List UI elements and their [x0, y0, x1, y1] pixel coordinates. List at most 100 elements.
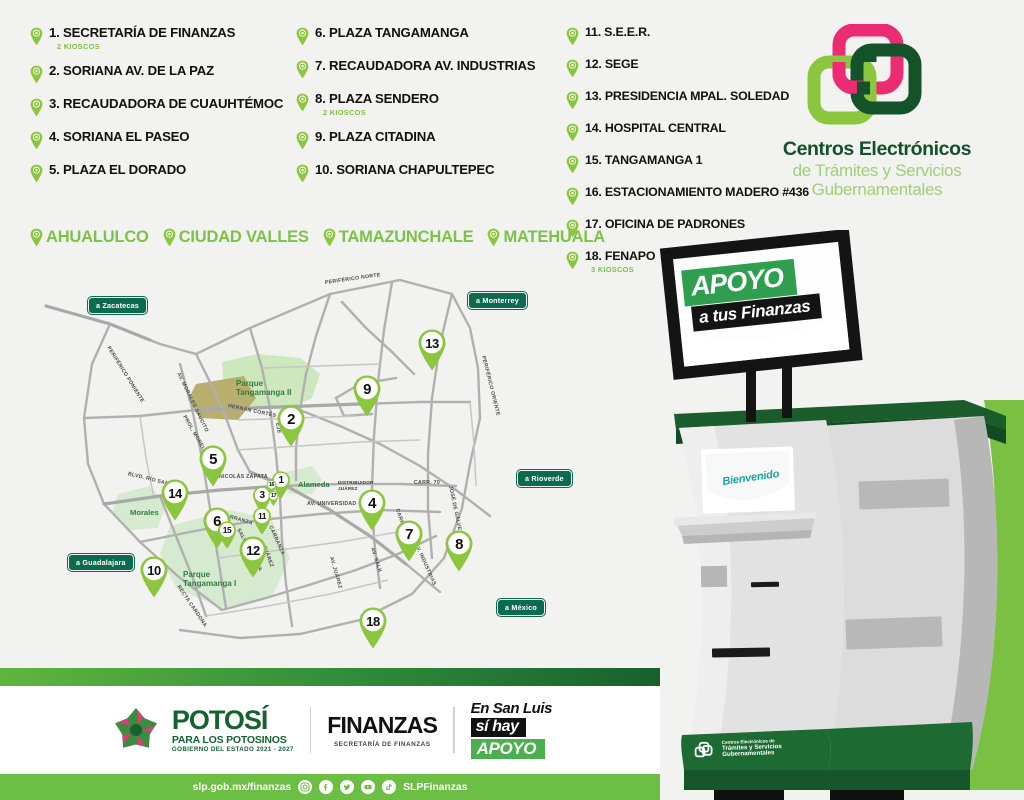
map-marker[interactable]: 1: [271, 470, 291, 500]
city-item[interactable]: AHUALULCO: [30, 227, 149, 247]
marker-number: 11: [258, 511, 267, 521]
marker-number: 9: [363, 380, 371, 398]
instagram-icon[interactable]: [298, 780, 313, 794]
location-item[interactable]: 5. PLAZA EL DORADO: [30, 162, 310, 183]
map-pin-icon: [566, 91, 579, 110]
marker-number: 4: [368, 494, 376, 512]
map-marker[interactable]: 14: [160, 478, 190, 522]
location-label: 15. TANGAMANGA 1: [585, 153, 703, 167]
kiosk-band-text: Centros Electrónicos de Trámites y Servi…: [722, 738, 782, 759]
map-pin-icon: [30, 65, 43, 84]
location-item[interactable]: 9. PLAZA CITADINA: [296, 128, 566, 150]
location-label: 9. PLAZA CITADINA: [315, 128, 436, 144]
city-item[interactable]: TAMAZUNCHALE: [323, 227, 474, 247]
map-pin-icon: [296, 27, 309, 46]
highway-sign: a Guadalajara: [68, 554, 134, 571]
location-item[interactable]: 10. SORIANA CHAPULTEPEC: [296, 162, 566, 183]
map-marker[interactable]: 18: [358, 606, 388, 650]
tiktok-icon[interactable]: [382, 780, 397, 794]
map-marker[interactable]: 17: [268, 490, 279, 507]
location-item[interactable]: 7. RECAUDADORA AV. INDUSTRIAS: [296, 58, 566, 79]
potosi-wordmark: POTOSÍ: [171, 704, 269, 735]
map-pin-icon: [296, 131, 309, 150]
location-item[interactable]: 12. SEGE: [566, 57, 816, 78]
location-item[interactable]: 4. SORIANA EL PASEO: [30, 128, 310, 150]
location-label: 16. ESTACIONAMIENTO MADERO #436: [585, 185, 809, 199]
location-item[interactable]: 3. RECAUDADORA DE CUAUHTÉMOC: [30, 96, 310, 117]
location-label: 4. SORIANA EL PASEO: [49, 128, 190, 144]
map-marker[interactable]: 2: [276, 404, 306, 448]
map-graphic: [44, 278, 492, 640]
brand-subtitle-2: Gubernamentales: [811, 180, 943, 200]
map-marker[interactable]: 5: [198, 444, 228, 488]
location-kiosk-count: 2 KIOSCOS: [57, 41, 100, 51]
highway-sign: a México: [497, 599, 545, 616]
brand-logo-block: Centros Electrónicos de Trámites y Servi…: [752, 23, 1002, 200]
location-label: 11. S.E.E.R.: [585, 25, 651, 39]
social-handle[interactable]: SLPFinanzas: [403, 781, 468, 793]
map-marker[interactable]: 8: [444, 529, 474, 573]
footer-divider-2: [453, 707, 455, 753]
potosi-logo: POTOSÍ PARA LOS POTOSINOS GOBIERNO DEL E…: [108, 702, 294, 758]
apoyo-slogan: En San Luis sí hay APOYO: [470, 700, 553, 759]
map-pin-icon: [30, 164, 43, 183]
ce-logo-icon: [802, 23, 952, 132]
location-item[interactable]: 13. PRESIDENCIA MPAL. SOLEDAD: [566, 89, 816, 110]
map-marker[interactable]: 11: [252, 506, 272, 536]
facebook-icon[interactable]: [319, 780, 334, 794]
location-item[interactable]: 11. S.E.E.R.: [566, 25, 816, 46]
location-label: 2. SORIANA AV. DE LA PAZ: [49, 62, 214, 78]
map-marker[interactable]: 9: [352, 374, 382, 418]
district-label: Alameda: [298, 480, 330, 489]
map-pin-icon: [30, 228, 43, 247]
alameda-sublabel: DISTRIBUIDOR JUÁREZ: [338, 480, 374, 491]
youtube-icon[interactable]: [361, 780, 376, 794]
location-label: 6. PLAZA TANGAMANGA: [315, 25, 469, 40]
twitter-icon[interactable]: [340, 780, 355, 794]
map-pin-icon: [323, 228, 336, 247]
brand-title: Centros Electrónicos: [782, 138, 972, 160]
map-pin-icon: [30, 98, 43, 117]
location-item[interactable]: 16. ESTACIONAMIENTO MADERO #436: [566, 185, 816, 206]
location-item[interactable]: 2. SORIANA AV. DE LA PAZ: [30, 62, 310, 84]
map-pin-icon: [566, 251, 579, 270]
district-label: Morales: [130, 508, 159, 517]
map-pin-icon: [30, 27, 43, 46]
road-label: CARR. 70: [414, 480, 441, 486]
website-url[interactable]: slp.gob.mx/finanzas: [192, 781, 292, 793]
map-marker[interactable]: 13: [417, 328, 447, 372]
map-marker[interactable]: 3: [252, 485, 272, 515]
map-marker[interactable]: 16: [266, 479, 277, 496]
apoyo-line-1: En San Luis: [470, 700, 553, 717]
highway-sign: a Monterrey: [468, 292, 527, 309]
location-label: 14. HOSPITAL CENTRAL: [585, 121, 726, 135]
green-divider-band: [0, 668, 660, 686]
location-item[interactable]: 14. HOSPITAL CENTRAL: [566, 121, 816, 142]
location-label: 12. SEGE: [585, 57, 639, 71]
map-marker[interactable]: 4: [357, 488, 387, 532]
map-marker[interactable]: 7: [394, 519, 424, 563]
map-marker[interactable]: 10: [139, 555, 169, 599]
map-pin-icon: [566, 155, 579, 174]
location-item[interactable]: 6. PLAZA TANGAMANGA: [296, 25, 566, 46]
map-marker[interactable]: 15: [217, 520, 237, 550]
location-item[interactable]: 17. OFICINA DE PADRONES: [566, 217, 816, 238]
marker-number: 16: [268, 481, 275, 488]
highway-sign: a Rioverde: [517, 470, 572, 487]
city-item[interactable]: CIUDAD VALLES: [163, 227, 309, 247]
map-marker[interactable]: 12: [238, 535, 268, 579]
social-url-bar: slp.gob.mx/finanzas SLPFinanzas: [0, 774, 660, 800]
city-label: CIUDAD VALLES: [178, 227, 309, 246]
city-label: TAMAZUNCHALE: [338, 227, 474, 246]
map-pin-icon: [163, 228, 176, 247]
city-item[interactable]: MATEHUALA: [487, 227, 605, 247]
potosi-mandala-icon: [108, 702, 164, 758]
map-pin-icon: [566, 59, 579, 78]
marker-number: 1: [278, 474, 284, 486]
location-item[interactable]: 15. TANGAMANGA 1: [566, 153, 816, 174]
